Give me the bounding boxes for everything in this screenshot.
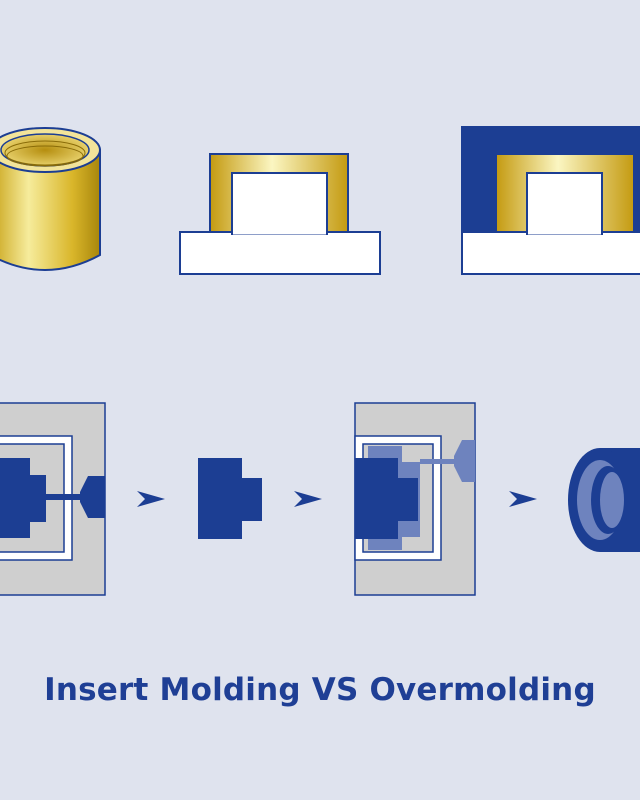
arrow-icon	[294, 491, 322, 507]
page-title: Insert Molding VS Overmolding	[44, 672, 596, 708]
mold-step-2	[354, 402, 476, 596]
mold-step-1	[0, 402, 106, 596]
insert-part	[198, 458, 262, 539]
insert-molding-cross-section	[179, 153, 381, 275]
gold-insert-cylinder	[0, 127, 101, 271]
arrow-icon	[509, 491, 537, 507]
overmolding-cross-section	[461, 126, 640, 275]
arrow-icon	[137, 491, 165, 507]
overmolded-ring	[568, 448, 640, 552]
